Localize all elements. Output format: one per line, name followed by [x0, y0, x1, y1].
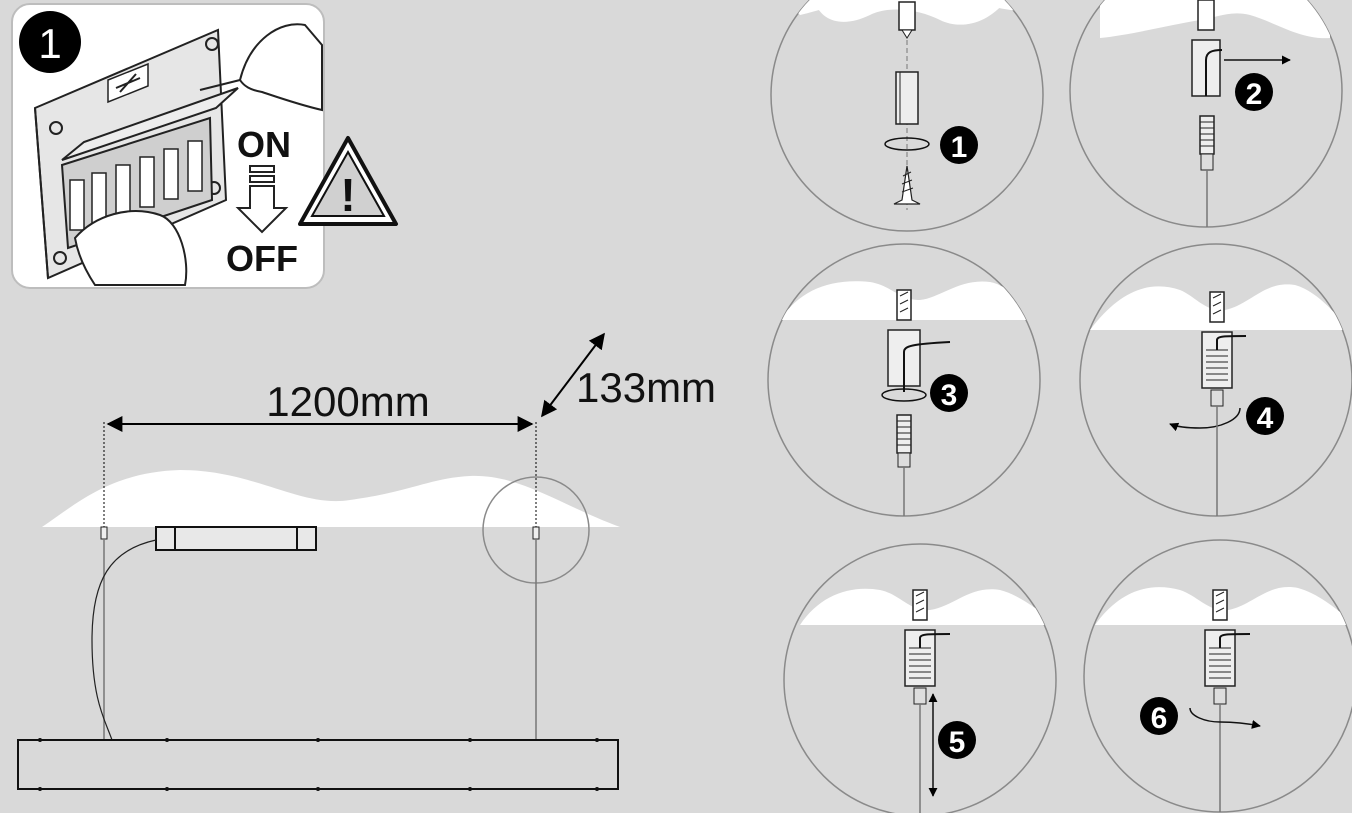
step-3-detail: 3 [767, 243, 1041, 517]
warning-symbol: ! [340, 169, 355, 221]
step-6-detail: 6 [1083, 539, 1352, 813]
step-4-detail: 4 [1079, 243, 1352, 517]
fixture-overview: 1200mm 133mm [17, 332, 716, 791]
step-5-badge-number: 5 [949, 726, 966, 759]
step-1-badge [19, 11, 81, 73]
step-5-detail: 5 [783, 543, 1057, 813]
step-3-badge-number: 3 [941, 379, 958, 412]
step-2-detail: 2 [1069, 0, 1343, 228]
breaker-panel-icon [33, 28, 239, 280]
step-1-detail: 1 [770, 0, 1044, 232]
down-arrow-icon [235, 165, 289, 234]
length-dimension-label: 1200mm [266, 378, 429, 425]
step-1-badge-number: 1 [951, 131, 968, 164]
step-1-number: 1 [38, 20, 61, 67]
warning-triangle-icon: ! [298, 136, 398, 226]
ceiling-silhouette [42, 470, 620, 527]
depth-dimension-label: 133mm [576, 364, 716, 411]
driver-box [155, 526, 317, 551]
state-on-label: ON [237, 124, 291, 165]
state-off-label: OFF [226, 238, 298, 279]
step-6-badge-number: 6 [1151, 702, 1168, 735]
luminaire-body [17, 739, 619, 790]
step-4-badge-number: 4 [1257, 402, 1274, 435]
step-2-badge-number: 2 [1246, 78, 1263, 111]
power-cable [91, 539, 157, 741]
depth-dimension-line [541, 332, 605, 418]
hand-icon [73, 23, 323, 286]
breaker-panel-illustration: 1 [11, 3, 398, 289]
